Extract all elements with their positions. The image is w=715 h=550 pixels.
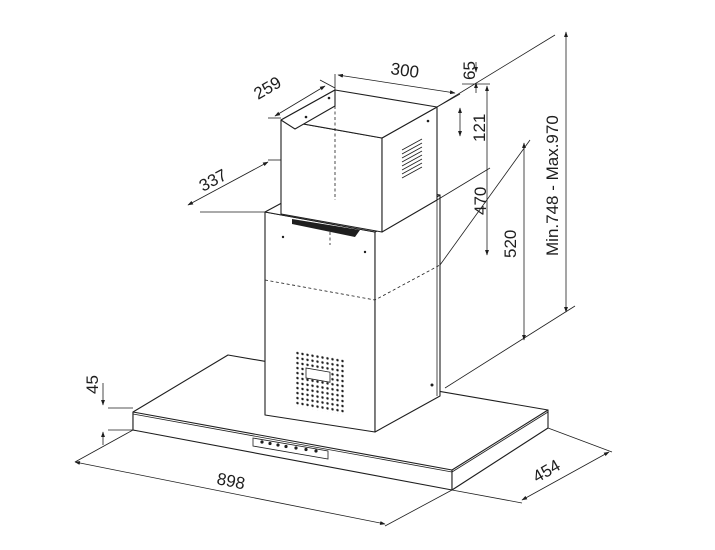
label-337: 337 xyxy=(196,165,230,195)
label-259: 259 xyxy=(251,73,285,104)
label-898: 898 xyxy=(215,469,246,493)
label-121: 121 xyxy=(470,114,489,142)
label-65: 65 xyxy=(460,61,479,80)
label-45: 45 xyxy=(83,375,102,394)
label-470: 470 xyxy=(471,187,490,215)
control-panel xyxy=(252,437,329,460)
motor-grille xyxy=(294,350,344,415)
air-outlet-slot xyxy=(292,219,360,237)
label-total-height: Min.748 - Max.970 xyxy=(543,115,562,256)
label-520: 520 xyxy=(501,230,520,258)
vent-slots xyxy=(401,138,423,179)
upper-chimney-front xyxy=(280,119,383,233)
dimension-lines xyxy=(74,31,613,527)
label-300: 300 xyxy=(389,59,420,82)
control-panel-frame xyxy=(252,437,329,460)
label-454: 454 xyxy=(530,456,564,487)
